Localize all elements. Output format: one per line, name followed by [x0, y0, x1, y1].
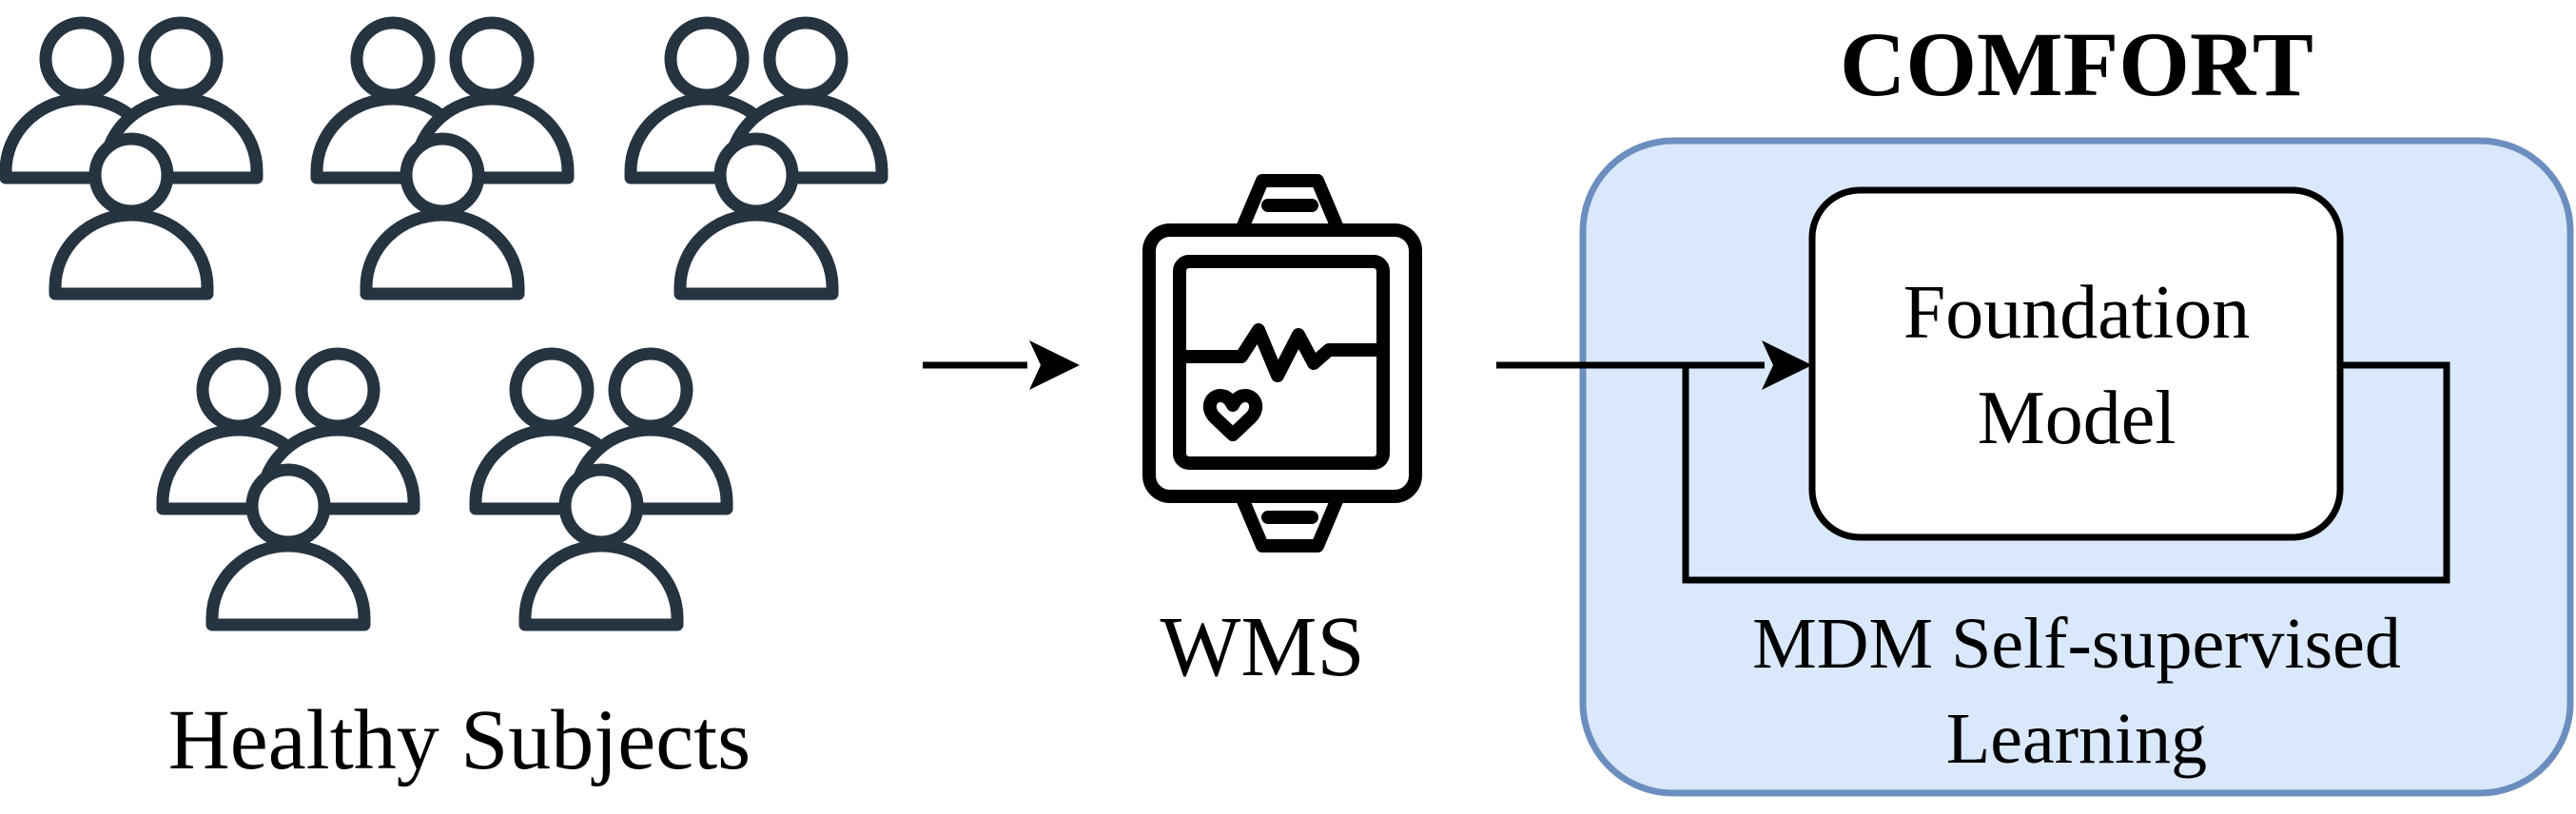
foundation-model-label-line1: Foundation: [1903, 271, 2250, 355]
arrow-head-icon: [1029, 340, 1080, 390]
arrow-wms-to-model: [1496, 340, 1812, 390]
self-supervised-loop: [1682, 361, 2450, 584]
people-group-icon: [476, 354, 727, 625]
people-group-icon: [631, 23, 882, 294]
wms-label: WMS: [1160, 600, 1364, 694]
mdm-method-label-line2: Learning: [1946, 699, 2207, 779]
foundation-model-box: [1808, 186, 2344, 541]
people-group-icon: [6, 23, 257, 294]
arrow-subjects-to-wms: [923, 340, 1080, 390]
comfort-title: COMFORT: [1840, 13, 2313, 115]
smartwatch-heartbeat-icon: [1142, 174, 1422, 552]
arrow-head-icon: [1762, 340, 1812, 390]
healthy-subjects-label: Healthy Subjects: [168, 693, 751, 787]
foundation-model-label-line2: Model: [1978, 377, 2176, 460]
people-group-icon: [163, 354, 414, 625]
people-group-icon: [317, 23, 568, 294]
healthy-subjects-group: [6, 23, 882, 625]
mdm-method-label-line1: MDM Self-supervised: [1752, 604, 2401, 684]
